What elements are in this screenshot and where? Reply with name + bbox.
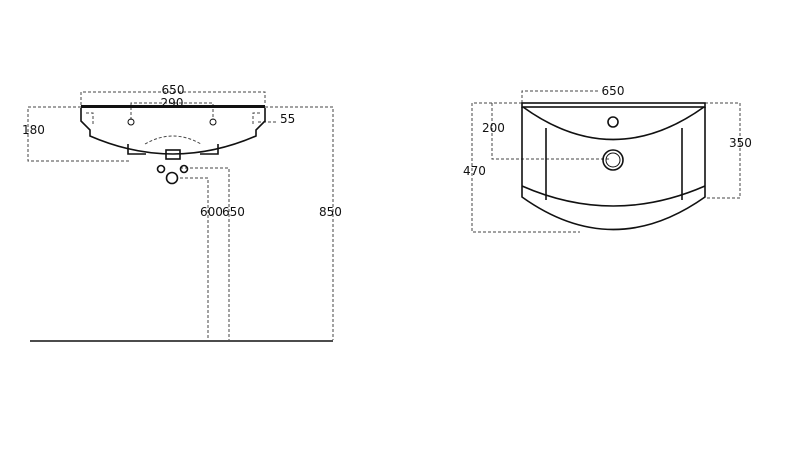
dim-line-pipe-600 <box>180 177 209 340</box>
hidden-mount-lines <box>86 112 260 124</box>
water-valve-left-icon <box>156 164 166 174</box>
drain-outlet <box>165 149 181 160</box>
label-height: 850 <box>319 205 342 219</box>
front-band-edge <box>521 185 706 207</box>
bowl-back-edge <box>522 106 705 141</box>
basin-feet <box>127 144 219 155</box>
dim-line-height <box>265 106 334 340</box>
tap-hole-icon <box>607 116 619 128</box>
top-view: 650 350 200 470 <box>463 84 752 233</box>
label-width: 650 <box>162 83 185 97</box>
side-view: 650 290 180 55 850 600 650 <box>22 83 342 342</box>
dim-line-width-top <box>521 90 600 103</box>
drain-pipe-icon <box>165 171 179 185</box>
dim-line-depth <box>27 106 130 162</box>
dim-line-width <box>80 91 266 105</box>
tap-hole-left-icon <box>127 118 135 126</box>
dim-line-drain-offset <box>491 102 610 160</box>
dim-line-side-depth <box>705 102 741 199</box>
label-side-depth: 350 <box>729 136 752 150</box>
dim-line-tap-spacing <box>130 102 214 120</box>
label-width-top: 650 <box>602 84 625 98</box>
basin-rim <box>81 105 265 108</box>
water-valve-right-icon <box>179 164 189 174</box>
drain-inner-icon <box>605 152 621 168</box>
label-rim-offset: 55 <box>280 112 295 126</box>
tap-hole-right-icon <box>209 118 217 126</box>
label-drain-offset: 200 <box>482 121 505 135</box>
label-pipe-650: 650 <box>222 205 245 219</box>
label-pipe-600: 600 <box>200 205 223 219</box>
label-total-depth: 470 <box>463 164 486 178</box>
basin-body <box>80 108 266 155</box>
bowl-hidden-line <box>144 135 202 145</box>
drain-outer-icon <box>602 149 624 171</box>
label-depth: 180 <box>22 123 45 137</box>
basin-rim-top <box>521 102 706 108</box>
dim-line-total-depth <box>471 102 580 233</box>
dim-line-pipe-650 <box>180 167 230 340</box>
label-tap-spacing: 290 <box>161 96 184 110</box>
basin-outline <box>521 107 706 231</box>
